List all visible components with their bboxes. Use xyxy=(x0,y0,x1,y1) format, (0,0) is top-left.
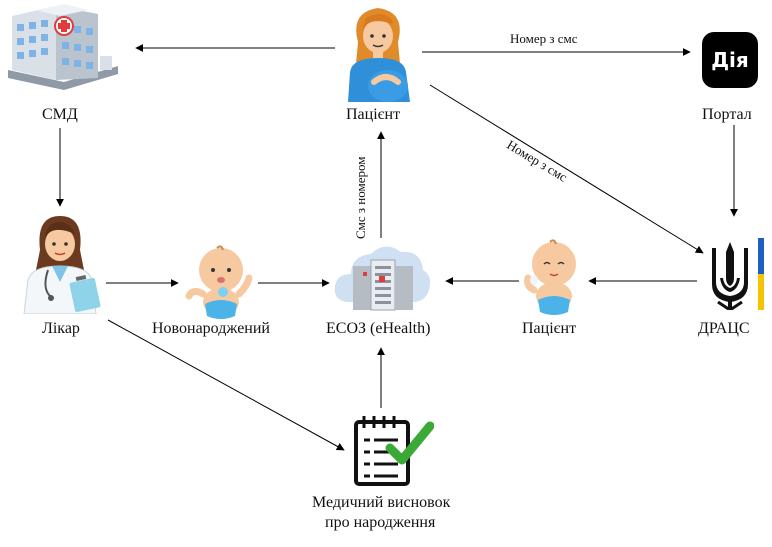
node-label-patient-mother: Пацієнт xyxy=(346,106,401,123)
node-label-dracs: ДРАЦС xyxy=(698,320,750,337)
doctor-icon xyxy=(23,216,101,314)
edge-label-esoz-mother: Смс з номером xyxy=(353,156,368,240)
cloud-server-icon xyxy=(334,246,431,311)
baby-icon xyxy=(185,245,253,319)
node-label-esoz: ЕСОЗ (eHealth) xyxy=(326,320,431,337)
edge-label-mother-portal: Номер з смс xyxy=(510,31,578,46)
node-label-smd: СМД xyxy=(42,106,78,123)
node-label-portal: Портал xyxy=(702,106,752,123)
pregnant-woman-icon xyxy=(348,8,410,102)
trident-icon xyxy=(712,238,764,310)
node-label-certificate-line1: Медичний висновок xyxy=(312,494,451,511)
baby-icon xyxy=(524,239,576,315)
diia-wordmark: Дія xyxy=(711,48,749,72)
hospital-icon xyxy=(8,4,118,90)
checklist-icon xyxy=(354,416,434,486)
node-label-certificate-line2: про народження xyxy=(325,514,436,531)
arrow-doctor-to-certificate xyxy=(107,319,345,451)
diia-app-icon: Дія xyxy=(702,32,758,88)
arrow-mother-to-dracs xyxy=(429,84,704,254)
node-label-patient-baby: Пацієнт xyxy=(522,320,577,337)
node-label-doctor: Лікар xyxy=(42,320,80,337)
node-label-newborn: Новонароджений xyxy=(152,320,270,337)
